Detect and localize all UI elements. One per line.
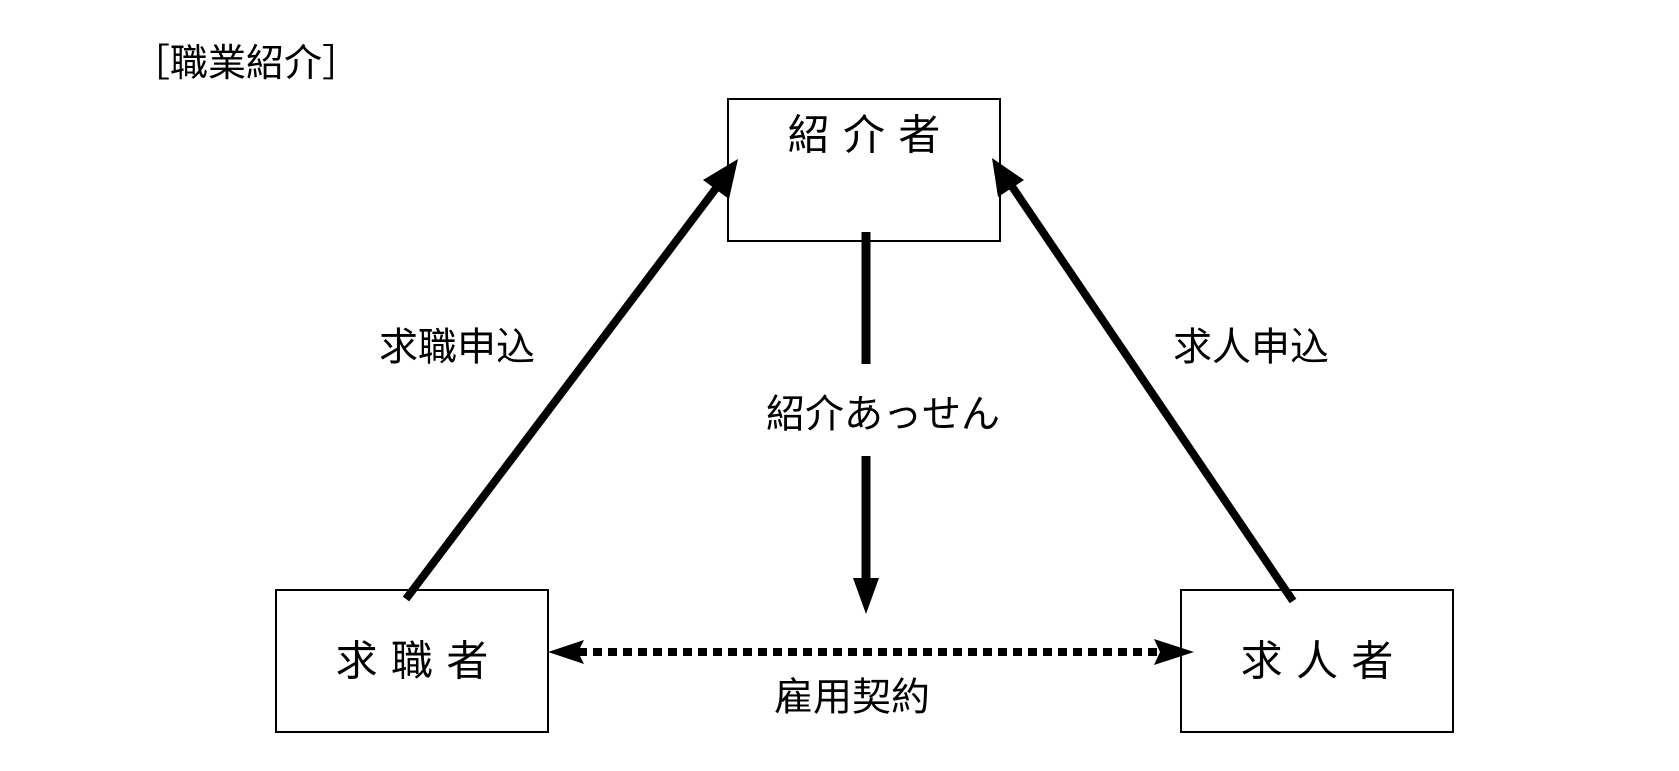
node-employer-label: 求 人 者 (1241, 637, 1394, 686)
node-job-seeker: 求 職 者 (275, 589, 549, 733)
edge-job-offer-line (1005, 179, 1297, 604)
edge-job-application-line (402, 180, 724, 602)
node-introducer-label: 紹 介 者 (788, 111, 941, 160)
node-introducer: 紹 介 者 (727, 98, 1001, 242)
diagram-title: ［職業紹介］ (132, 41, 360, 85)
edge-referral-arrowhead (853, 578, 879, 614)
edge-employment-contract-arrowhead-left (548, 640, 584, 664)
edge-job-offer-arrowhead (992, 158, 1024, 197)
edge-job-offer: 求人申込 (992, 158, 1329, 604)
edge-employment-contract: 雇用契約 (548, 639, 1194, 721)
edge-employment-contract-arrowhead-right (1154, 639, 1194, 665)
edge-referral: 紹介あっせん (766, 232, 1000, 614)
edge-job-application-arrowhead (703, 159, 738, 199)
node-employer: 求 人 者 (1180, 589, 1454, 733)
edge-employment-contract-label: 雇用契約 (774, 676, 930, 721)
edge-job-application: 求職申込 (379, 159, 738, 602)
node-job-seeker-label: 求 職 者 (336, 637, 489, 686)
edge-referral-label: 紹介あっせん (766, 393, 1000, 438)
edge-job-offer-label: 求人申込 (1173, 326, 1329, 371)
edge-job-application-label: 求職申込 (379, 326, 535, 371)
